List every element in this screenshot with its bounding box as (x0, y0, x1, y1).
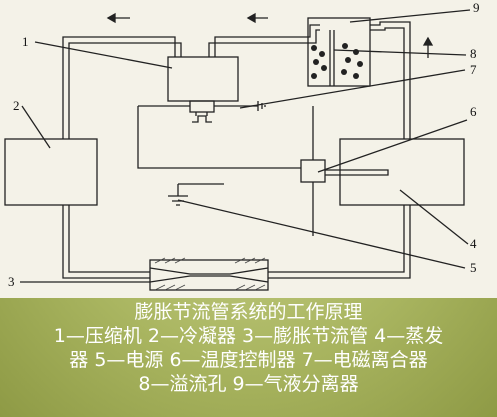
power-supply-wire (168, 184, 188, 206)
control-wire (137, 105, 314, 236)
temp-probe (325, 169, 389, 176)
accumulator-pattern (311, 43, 363, 79)
magnetic-clutch (189, 100, 215, 113)
leader-2 (21, 105, 51, 149)
leader-7 (239, 69, 466, 109)
leader-1 (34, 41, 173, 69)
expansion-tube-body (149, 259, 269, 291)
callout-6: 6 (470, 104, 477, 119)
condenser-box (4, 138, 98, 206)
callout-7: 7 (470, 62, 477, 77)
caption-legend-line-2: 器 5—电源 6—温度控制器 7—电磁离合器 (69, 349, 428, 371)
caption-legend-line-1: 1—压缩机 2—冷凝器 3—膨胀节流管 4—蒸发 (53, 325, 444, 347)
accumulator-tube (329, 30, 335, 86)
callout-9: 9 (473, 0, 480, 15)
schematic-figure: 1 2 3 4 5 6 7 8 9 (0, 0, 497, 298)
callout-4: 4 (470, 236, 477, 251)
leader-5 (177, 199, 466, 269)
pipe-outer (62, 21, 411, 279)
evaporator-box (339, 138, 465, 206)
callout-5: 5 (470, 260, 477, 275)
clutch-symbol (192, 112, 212, 123)
pipe-inner (68, 27, 405, 273)
leader-6 (317, 119, 468, 173)
caption-title: 膨胀节流管系统的工作原理 (134, 301, 363, 323)
accumulator-box (307, 17, 371, 87)
callout-3: 3 (8, 274, 15, 289)
clutch-ground-wire (214, 101, 266, 111)
expansion-tube-orifice (149, 267, 269, 283)
leader-4 (399, 189, 469, 245)
callout-2: 2 (13, 98, 20, 113)
compressor-box (167, 56, 239, 102)
leader-9 (349, 9, 471, 23)
callout-8: 8 (470, 46, 477, 61)
caption-legend-line-3: 8—溢流孔 9—气液分离器 (138, 373, 359, 395)
schematic-drawing: 1 2 3 4 5 6 7 8 9 (4, 0, 480, 291)
callout-1: 1 (22, 34, 29, 49)
